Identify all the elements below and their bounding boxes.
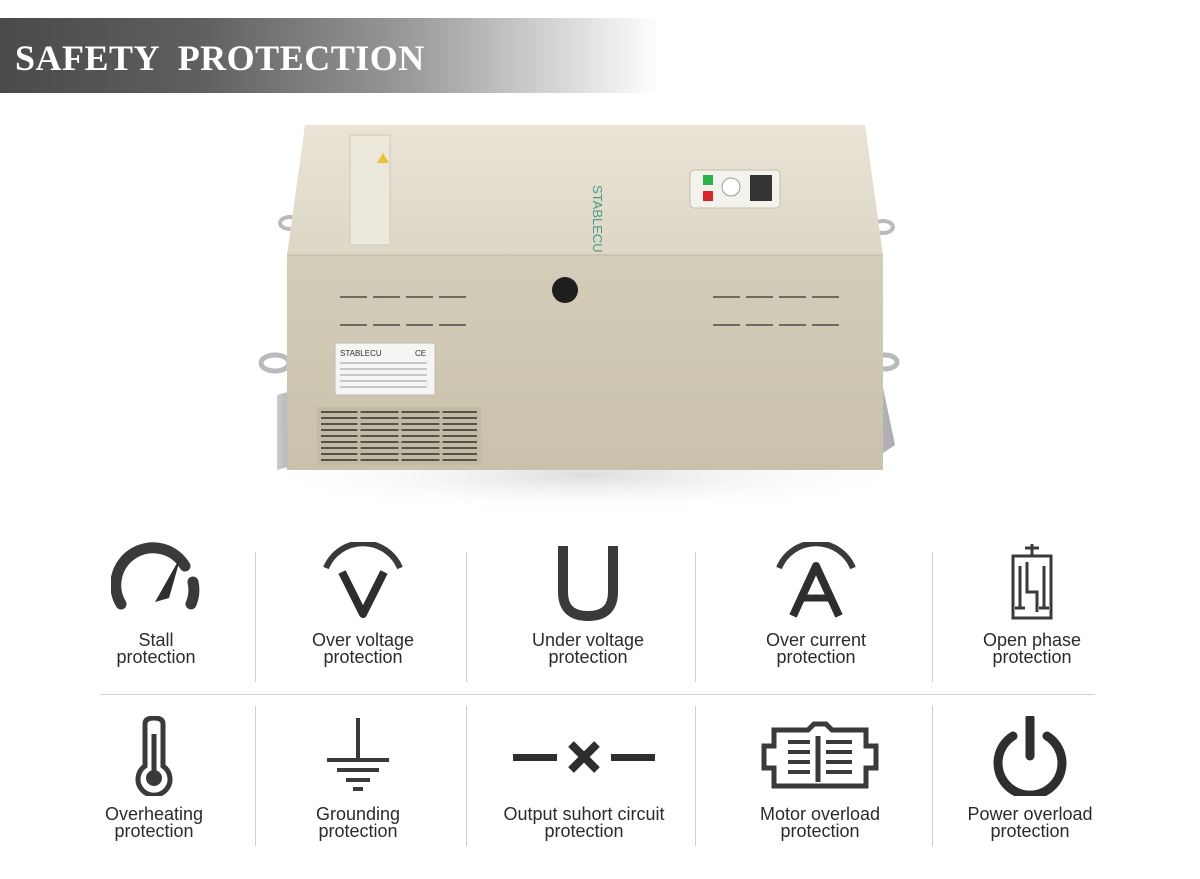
nameplate-ce: CE xyxy=(415,349,426,358)
over-current-icon xyxy=(776,542,856,618)
feature-open-phase: Open phase protection xyxy=(922,542,1142,666)
grid-divider xyxy=(466,552,467,682)
feature-label-line1: Grounding xyxy=(315,804,401,824)
feature-label-line2: protection xyxy=(544,821,624,841)
grid-divider-horizontal xyxy=(100,694,1095,695)
over-voltage-icon xyxy=(323,542,403,618)
feature-under-voltage: Under voltage protection xyxy=(478,542,698,666)
power-icon xyxy=(993,716,1067,796)
inverter-product-image: STABLECU STABLECU CE xyxy=(255,125,915,515)
gauge-icon xyxy=(111,542,200,610)
feature-label-line1: Open phase xyxy=(982,630,1082,650)
grid-divider xyxy=(932,706,933,846)
feature-label-line2: protection xyxy=(114,821,194,841)
under-voltage-icon xyxy=(558,546,618,622)
short-circuit-icon xyxy=(513,741,655,773)
open-phase-icon xyxy=(1011,544,1053,620)
feature-overheating: Overheating protection xyxy=(44,716,264,840)
feature-label-line1: Over voltage xyxy=(311,630,415,650)
feature-label-line1: Under voltage xyxy=(531,630,645,650)
feature-label-line2: protection xyxy=(776,647,856,667)
feature-label-line1: Motor overload xyxy=(759,804,881,824)
feature-label-line2: protection xyxy=(318,821,398,841)
feature-power-overload: Power overload protection xyxy=(920,716,1140,840)
feature-output-short-circuit: Output suhort circuit protection xyxy=(474,716,694,840)
feature-label-line1: Overheating xyxy=(104,804,204,824)
motor-overload-icon xyxy=(761,721,879,789)
feature-label-line2: protection xyxy=(780,821,860,841)
feature-label-line2: protection xyxy=(990,821,1070,841)
ground-icon xyxy=(327,718,389,791)
grid-divider xyxy=(695,706,696,846)
protection-features-grid: Stall protection Over voltage protection… xyxy=(0,530,1200,879)
feature-label-line1: Over current xyxy=(765,630,867,650)
header-banner: SAFETY PROTECTION xyxy=(0,18,660,93)
feature-label-line1: Stall xyxy=(138,630,174,650)
page-title: SAFETY PROTECTION xyxy=(15,38,425,78)
feature-label-line1: Output suhort circuit xyxy=(503,804,665,824)
feature-label-line2: protection xyxy=(323,647,403,667)
grid-divider xyxy=(466,706,467,846)
nameplate-brand: STABLECU xyxy=(340,349,382,358)
feature-label-line2: protection xyxy=(992,647,1072,667)
feature-grounding: Grounding protection xyxy=(248,716,468,840)
feature-over-current: Over current protection xyxy=(706,542,926,666)
feature-label-line1: Power overload xyxy=(967,804,1093,824)
grid-divider xyxy=(255,706,256,846)
feature-stall: Stall protection xyxy=(46,542,266,666)
grid-divider xyxy=(695,552,696,682)
brand-logo: STABLECU xyxy=(590,185,605,253)
feature-over-voltage: Over voltage protection xyxy=(253,542,473,666)
grid-divider xyxy=(932,552,933,682)
grid-divider xyxy=(255,552,256,682)
thermometer-icon xyxy=(135,716,173,796)
feature-label-line2: protection xyxy=(548,647,628,667)
feature-motor-overload: Motor overload protection xyxy=(710,716,930,840)
feature-label-line2: protection xyxy=(116,647,196,667)
